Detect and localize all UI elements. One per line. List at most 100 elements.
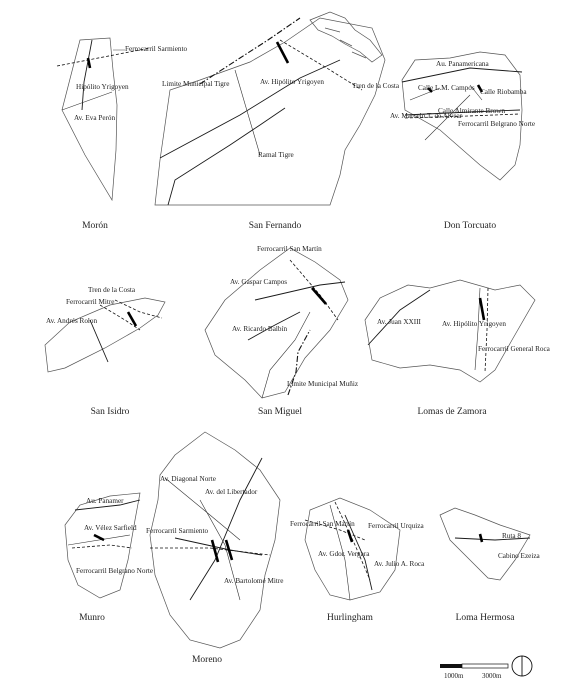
- hurlingham-vergara: [329, 504, 351, 601]
- lomas-title: Lomas de Zamora: [417, 407, 487, 417]
- moreno-rail-sarmiento: [150, 547, 271, 556]
- munro-label-panamericana: Au. Panamer: [86, 497, 124, 505]
- moreno-label-libertador: Av. del Libertador: [205, 488, 258, 496]
- munro-outline: [64, 492, 141, 599]
- san-fernando-limit-tigre: [199, 17, 301, 85]
- scale-bar-label-3000: 3000m: [482, 672, 502, 680]
- san-miguel-label-balbin: Av. Ricardo Balbín: [232, 325, 287, 333]
- moron-eva-peron: [61, 91, 113, 111]
- moreno-inner: [199, 499, 241, 601]
- moron-outline: [61, 37, 118, 202]
- san-isidro-andres-rolon: [89, 319, 109, 363]
- north-arrow-icon: [511, 655, 533, 677]
- moron-hipolito-yrigoyen: [81, 39, 93, 111]
- munro-label-belgrano: Ferrocarril Belgrano Norte: [76, 567, 153, 575]
- moron-title: Morón: [82, 221, 108, 231]
- moreno-focus-segment: [210, 539, 220, 563]
- hurlingham-urquiza: [334, 501, 371, 581]
- lomas-label-juan-xxiii: Av. Juan XXIII: [377, 318, 422, 326]
- moron-rail-sarmiento: [56, 47, 151, 67]
- san-isidro-tren-costa: [114, 299, 163, 319]
- san-miguel-outline: [204, 247, 349, 399]
- don-torcuato-alvear: [424, 94, 471, 141]
- san-isidro-mitre: [99, 304, 141, 331]
- loma-hermosa-label-cabino: Cabino Ezeiza: [498, 552, 541, 560]
- don-torcuato-label-almirante: Calle Almirante Brown: [438, 107, 505, 115]
- munro-velez-sarfield: [67, 534, 131, 546]
- munro-focus-segment: [93, 533, 105, 542]
- san-fernando-islands: [309, 11, 383, 63]
- munro-belgrano-norte: [71, 544, 133, 549]
- lomas-focus-segment: [478, 297, 486, 321]
- san-miguel-label-rail: Ferrocarril San Martín: [257, 245, 322, 253]
- loma-hermosa-focus-segment: [478, 533, 484, 543]
- hurlingham-label-urquiza: Ferrocarril Urquiza: [368, 522, 424, 530]
- don-torcuato-almirante-brown: [404, 109, 521, 116]
- map-lomas-de-zamora: Av. Juan XXIII Av. Hipólito Yrigoyen Fer…: [364, 279, 551, 417]
- don-torcuato-label-campos: Calle L.M. Campos: [418, 84, 475, 92]
- lomas-label-roca: Ferrocarril General Roca: [478, 345, 551, 353]
- map-hurlingham: Ferrocarril San Martín Ferrocarril Urqui…: [290, 497, 425, 623]
- moreno-diagonal-norte: [164, 477, 241, 541]
- scale-bar-label-1000: 1000m: [444, 672, 464, 680]
- moreno-focus-segment-2: [224, 539, 234, 561]
- san-fernando-hipolito-yrigoyen: [159, 59, 341, 159]
- don-torcuato-outline: [401, 51, 523, 181]
- hurlingham-julio-roca: [344, 514, 373, 591]
- san-miguel-ricardo-balbin: [247, 311, 301, 341]
- don-torcuato-label-alvear: Av. Marcelo T. de Alvear: [390, 112, 463, 120]
- loma-hermosa-ruta-8: [454, 537, 531, 541]
- don-torcuato-riobamba: [469, 84, 483, 101]
- map-moron: Ferrocarril Sarmiento Hipólito Yrigoyen …: [56, 37, 187, 231]
- san-fernando-title: San Fernando: [249, 221, 302, 231]
- scale-bar: 1000m 3000m: [440, 663, 509, 680]
- moron-label-eva-peron: Av. Eva Perón: [74, 114, 116, 122]
- moron-focus-segment: [86, 57, 92, 69]
- san-fernando-focus-segment: [275, 41, 290, 64]
- moreno-del-libertador: [189, 457, 263, 601]
- map-loma-hermosa: Ruta 8 Cabino Ezeiza Loma Hermosa: [439, 507, 541, 623]
- san-isidro-label-mitre: Ferrocarril Mitre: [66, 298, 115, 306]
- loma-hermosa-label-ruta: Ruta 8: [502, 532, 521, 540]
- lomas-outline: [364, 279, 536, 383]
- hurlingham-label-roca: Av. Julio A. Roca: [374, 560, 425, 568]
- san-isidro-focus-segment: [126, 311, 138, 327]
- hurlingham-outline: [304, 497, 401, 601]
- don-torcuato-lm-campos: [409, 87, 441, 101]
- san-miguel-gaspar-campos: [254, 281, 346, 301]
- moreno-label-diagonal: Av. Diagonal Norte: [160, 475, 216, 483]
- hurlingham-san-martin: [304, 519, 366, 541]
- don-torcuato-label-panamericana: Au. Panamericana: [436, 60, 489, 68]
- moreno-outline: [149, 431, 281, 649]
- munro-panamericana: [74, 499, 141, 511]
- hurlingham-label-san-martin: Ferrocarril San Martín: [290, 520, 355, 528]
- map-don-torcuato: Au. Panamericana Calle L.M. Campos Calle…: [390, 51, 535, 231]
- scale-bar-segment-light: [461, 663, 509, 669]
- scale-bar-segment-dark: [440, 664, 462, 668]
- lomas-general-roca: [484, 287, 489, 373]
- don-torcuato-label-belgrano: Ferrocarril Belgrano Norte: [458, 120, 535, 128]
- don-torcuato-title: Don Torcuato: [444, 221, 496, 231]
- san-isidro-label-rolon: Av. Andrés Rolon: [46, 317, 98, 325]
- map-moreno: Av. Diagonal Norte Av. del Libertador Fe…: [146, 431, 283, 665]
- loma-hermosa-outline: [439, 507, 531, 581]
- san-miguel-rail-san-martin: [289, 259, 339, 321]
- san-fernando-diagonal: [234, 69, 261, 156]
- munro-label-velez: Av. Vélez Sarfield: [84, 524, 137, 532]
- san-fernando-label-costa: Tren de la Costa: [352, 82, 400, 90]
- san-miguel-limit-muniz: [287, 329, 311, 396]
- map-san-fernando: Limite Municipal Tigre Av. Hipólito Yrig…: [154, 11, 400, 231]
- don-torcuato-belgrano-norte: [404, 113, 521, 119]
- san-isidro-label-costa: Tren de la Costa: [88, 286, 136, 294]
- loma-hermosa-title: Loma Hermosa: [456, 613, 516, 623]
- munro-title: Munro: [79, 613, 105, 623]
- hurlingham-focus-segment: [346, 529, 354, 543]
- don-torcuato-panamericana: [401, 67, 523, 83]
- lomas-yrigoyen: [474, 287, 481, 371]
- moreno-label-mitre: Av. Bartolomé Mitre: [224, 577, 283, 585]
- map-munro: Au. Panamer Av. Vélez Sarfield Ferrocarr…: [64, 492, 153, 623]
- don-torcuato-focus-segment-2: [427, 87, 433, 93]
- san-fernando-label-ramal: Ramal Tigre: [258, 151, 294, 159]
- san-miguel-title: San Miguel: [258, 407, 302, 417]
